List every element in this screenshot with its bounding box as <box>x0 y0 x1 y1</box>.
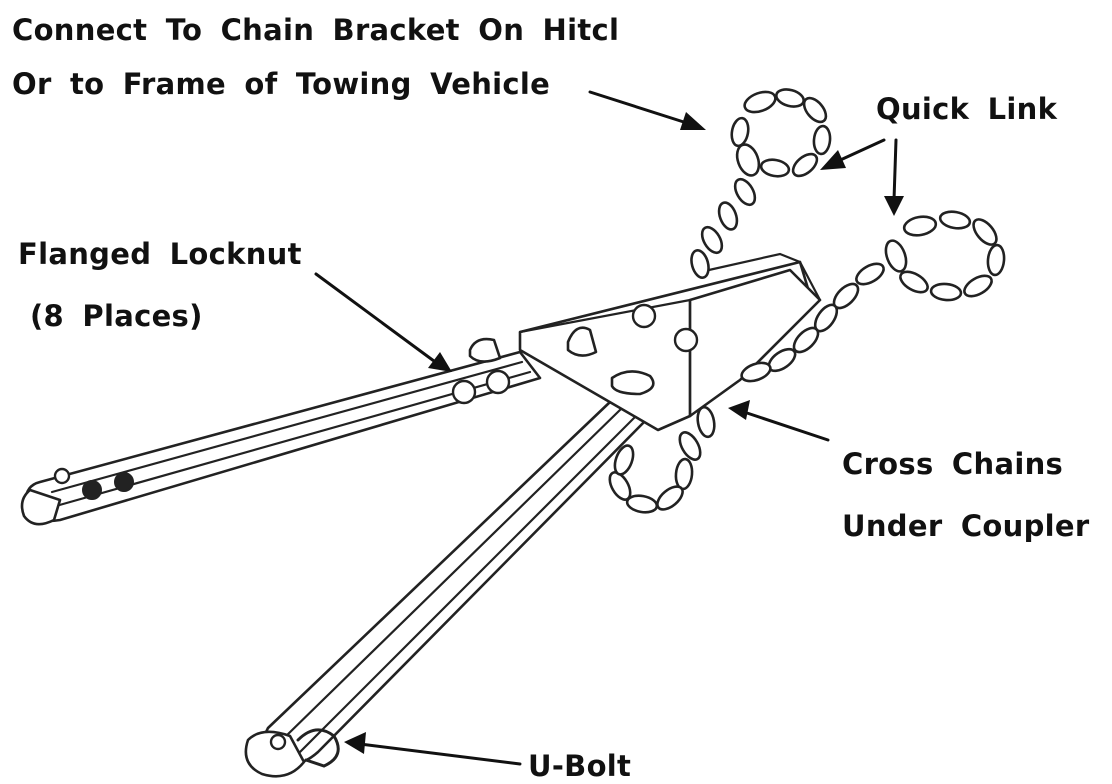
coupler-assembly <box>468 252 822 432</box>
safety-chain-right <box>740 210 1006 383</box>
bolt-hole <box>485 369 511 395</box>
leader-u-bolt <box>344 732 522 766</box>
safety-chain-upper <box>690 88 832 279</box>
u-bolt-part <box>296 728 340 768</box>
leader-connect <box>588 90 706 130</box>
label-connect-line1: Connect To Chain Bracket On Hitcl <box>12 13 620 47</box>
safety-chain-lower <box>608 405 716 514</box>
label-connect-line2: Or to Frame of Towing Vehicle <box>12 67 551 101</box>
bolt-hole-dark <box>82 480 102 500</box>
coupler-hole <box>673 327 699 353</box>
coupler-hole <box>631 303 657 329</box>
left-tow-bar-arm <box>20 350 542 526</box>
leader-quick-link-2 <box>884 138 904 216</box>
lower-tow-bar-arm <box>244 400 652 778</box>
leader-cross-chains <box>728 400 830 442</box>
bolt-hole <box>451 379 477 405</box>
label-cross-chains: Cross Chains <box>842 447 1064 481</box>
label-quick-link: Quick Link <box>876 92 1058 126</box>
label-u-bolt: U-Bolt <box>528 749 632 783</box>
bolt-hole-dark <box>114 472 134 492</box>
label-flanged-locknut: Flanged Locknut <box>18 237 302 271</box>
leader-quick-link-1 <box>820 138 886 170</box>
label-eight-places: (8 Places) <box>30 299 203 333</box>
label-under-coupler: Under Coupler <box>842 509 1090 543</box>
leader-flanged-locknut <box>314 272 452 372</box>
